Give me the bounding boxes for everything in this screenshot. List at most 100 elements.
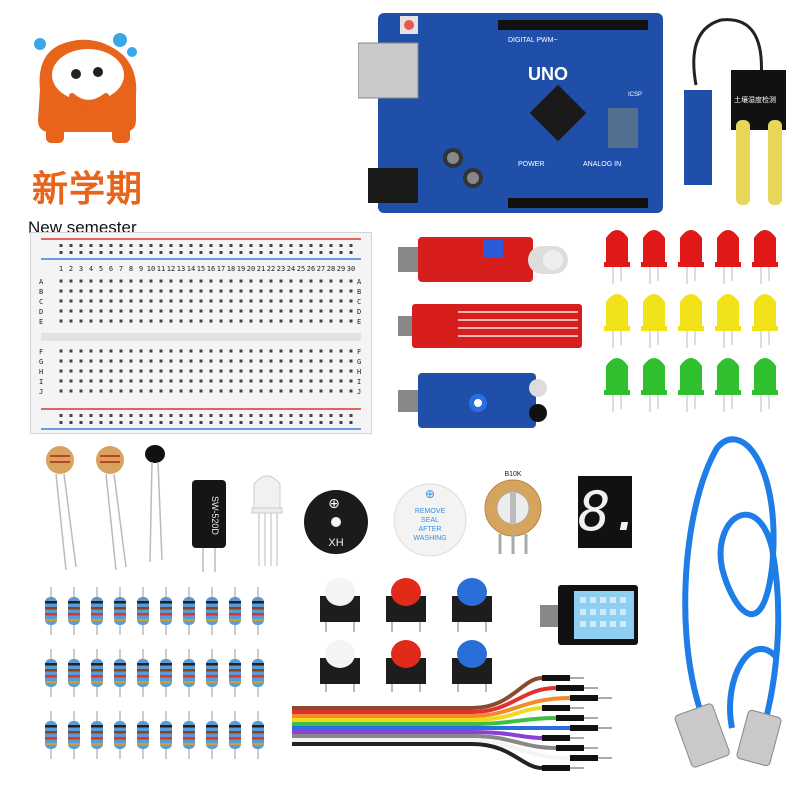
breadboard-row-label: F — [39, 348, 43, 356]
breadboard-row-label: A — [39, 278, 44, 286]
breadboard-column-label: 21 — [257, 265, 265, 273]
push-button — [320, 578, 360, 632]
resistor — [183, 711, 195, 759]
breadboard-column-label: 12 — [167, 265, 175, 273]
led — [715, 358, 741, 412]
passive-buzzer-label-line-3: AFTER — [419, 526, 442, 533]
breadboard-column-label: 24 — [287, 265, 295, 273]
resistor — [68, 587, 80, 635]
breadboard-row-label: E — [357, 318, 361, 326]
led — [641, 358, 667, 412]
resistor — [206, 649, 218, 697]
resistor — [114, 587, 126, 635]
resistor — [160, 587, 172, 635]
breadboard-row-label: D — [39, 308, 43, 316]
rgb-led — [250, 468, 284, 568]
seven-segment-digit: 8. — [578, 480, 644, 543]
photoresistors — [40, 442, 180, 572]
resistor — [68, 711, 80, 759]
board-icsp-label: ICSP — [628, 92, 642, 98]
board-header-label: DIGITAL PWM~ — [508, 37, 558, 44]
breadboard-row-label: B — [357, 288, 361, 296]
breadboard-column-label: 23 — [277, 265, 285, 273]
logo-title: 新学期 — [32, 169, 144, 210]
potentiometer-label: B10K — [504, 471, 521, 478]
jumper-wire — [292, 738, 571, 760]
jumper-wire — [292, 696, 571, 718]
resistor — [114, 711, 126, 759]
jumper-wire-ribbon — [292, 670, 642, 785]
breadboard-column-label: 20 — [247, 265, 255, 273]
resistor — [229, 711, 241, 759]
seven-segment-display: 8. — [578, 476, 644, 548]
led — [604, 294, 630, 348]
breadboard-column-label: 26 — [307, 265, 315, 273]
breadboard-row-label: F — [357, 348, 361, 356]
tilt-switch: SW-520D — [188, 478, 230, 573]
jumper-wire — [292, 716, 557, 726]
breadboard-column-label: 22 — [267, 265, 275, 273]
breadboard-column-label: 9 — [139, 265, 143, 273]
breadboard-column-label: 2 — [69, 265, 73, 273]
photoresistor-2 — [96, 446, 127, 571]
board-name: UNO — [528, 64, 568, 84]
breadboard-column-label: 1 — [59, 265, 63, 273]
jumper-wire — [292, 676, 543, 710]
led — [678, 358, 704, 412]
breadboard-column-label: 7 — [119, 265, 123, 273]
jumper-wire — [292, 734, 557, 750]
resistor — [114, 649, 126, 697]
led — [678, 294, 704, 348]
jumper-wire — [292, 706, 543, 722]
resistor — [68, 649, 80, 697]
push-button — [320, 640, 360, 692]
breadboard-column-label: 10 — [147, 265, 155, 273]
push-buttons — [312, 572, 502, 692]
potentiometer: B10K — [478, 466, 548, 556]
photoresistor-1 — [46, 446, 77, 571]
breadboard-row-label: H — [39, 368, 43, 376]
arduino-uno-board: UNO DIGITAL PWM~ POWER ANALOG IN ICSP — [358, 8, 668, 218]
breadboard-column-label: 13 — [177, 265, 185, 273]
resistor — [252, 649, 264, 697]
push-button — [386, 578, 426, 632]
push-button — [386, 640, 426, 692]
dht11-sensor-module — [540, 585, 640, 647]
svg-text:⊕: ⊕ — [328, 496, 340, 512]
passive-buzzer-label-line-1: REMOVE — [415, 508, 446, 515]
resistor — [137, 649, 149, 697]
led-grid — [600, 224, 790, 414]
led — [604, 358, 630, 412]
mascot-car-icon — [34, 33, 137, 143]
breadboard-row-label: G — [357, 358, 361, 366]
resistor — [45, 711, 57, 759]
resistor — [91, 649, 103, 697]
resistor-grid — [40, 585, 280, 765]
led — [678, 230, 704, 284]
active-buzzer: ⊕ XH — [302, 488, 370, 556]
usb-cable — [662, 428, 797, 783]
board-analog-label: ANALOG IN — [583, 161, 621, 168]
breadboard-row-label: A — [357, 278, 362, 286]
push-button — [452, 578, 492, 632]
breadboard-row-label: C — [357, 298, 361, 306]
thermistor — [145, 445, 165, 563]
board-power-label: POWER — [518, 161, 544, 168]
active-buzzer-label: XH — [328, 537, 343, 549]
breadboard-column-label: 16 — [207, 265, 215, 273]
breadboard-column-label: 29 — [337, 265, 345, 273]
led — [752, 230, 778, 284]
led — [752, 358, 778, 412]
breadboard-column-label: 14 — [187, 265, 195, 273]
resistor — [160, 711, 172, 759]
resistor — [229, 587, 241, 635]
resistor — [183, 649, 195, 697]
resistor — [160, 649, 172, 697]
resistor — [91, 711, 103, 759]
breadboard-column-label: 6 — [109, 265, 113, 273]
breadboard-row-label: J — [39, 388, 43, 396]
breadboard-column-label: 5 — [99, 265, 103, 273]
soil-probe-label: 土壤湿度检测 — [734, 95, 776, 104]
breadboard-column-label: 3 — [79, 265, 83, 273]
